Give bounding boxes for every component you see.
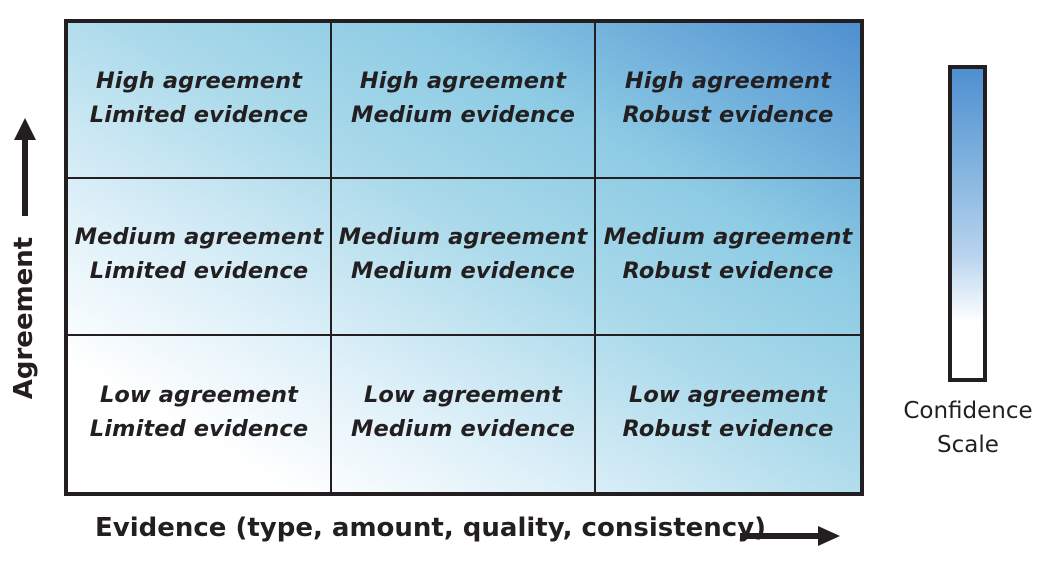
confidence-scale-bar [948,65,987,382]
cell-agreement-label: High agreement [359,68,567,95]
matrix-cell-high-medium: High agreement Medium evidence [332,23,596,180]
confidence-scale-label: Confidence Scale [903,394,1032,462]
cell-evidence-label: Robust evidence [622,415,834,442]
cell-evidence-label: Limited evidence [89,102,309,129]
cell-evidence-label: Limited evidence [89,415,309,442]
cell-agreement-label: High agreement [624,68,832,95]
arrow-right-icon [740,526,840,546]
cell-agreement-label: Medium agreement [338,224,588,251]
cell-evidence-label: Medium evidence [351,415,575,442]
cell-evidence-label: Robust evidence [622,258,834,285]
scale-label-line1: Confidence [903,398,1033,424]
confidence-matrix: High agreement Limited evidence High agr… [64,19,864,496]
y-axis-label: Agreement [9,236,39,400]
cell-agreement-label: Low agreement [628,381,828,408]
matrix-cell-high-robust: High agreement Robust evidence [596,23,860,180]
cell-agreement-label: Low agreement [363,381,563,408]
matrix-cell-medium-robust: Medium agreement Robust evidence [596,179,860,336]
cell-evidence-label: Robust evidence [622,102,834,129]
cell-evidence-label: Limited evidence [89,258,309,285]
cell-evidence-label: Medium evidence [351,258,575,285]
cell-agreement-label: Medium agreement [74,224,324,251]
matrix-cell-low-medium: Low agreement Medium evidence [332,335,596,492]
matrix-cell-low-limited: Low agreement Limited evidence [68,335,332,492]
arrow-up-icon [14,118,36,216]
matrix-cell-high-limited: High agreement Limited evidence [68,23,332,180]
cell-agreement-label: Low agreement [99,381,299,408]
matrix-cell-medium-limited: Medium agreement Limited evidence [68,179,332,336]
scale-label-line2: Scale [937,432,999,458]
cell-agreement-label: Medium agreement [603,224,853,251]
matrix-cell-medium-medium: Medium agreement Medium evidence [332,179,596,336]
cell-evidence-label: Medium evidence [351,102,575,129]
matrix-cell-low-robust: Low agreement Robust evidence [596,336,860,492]
x-axis-label: Evidence (type, amount, quality, consist… [95,513,767,543]
cell-agreement-label: High agreement [95,68,303,95]
